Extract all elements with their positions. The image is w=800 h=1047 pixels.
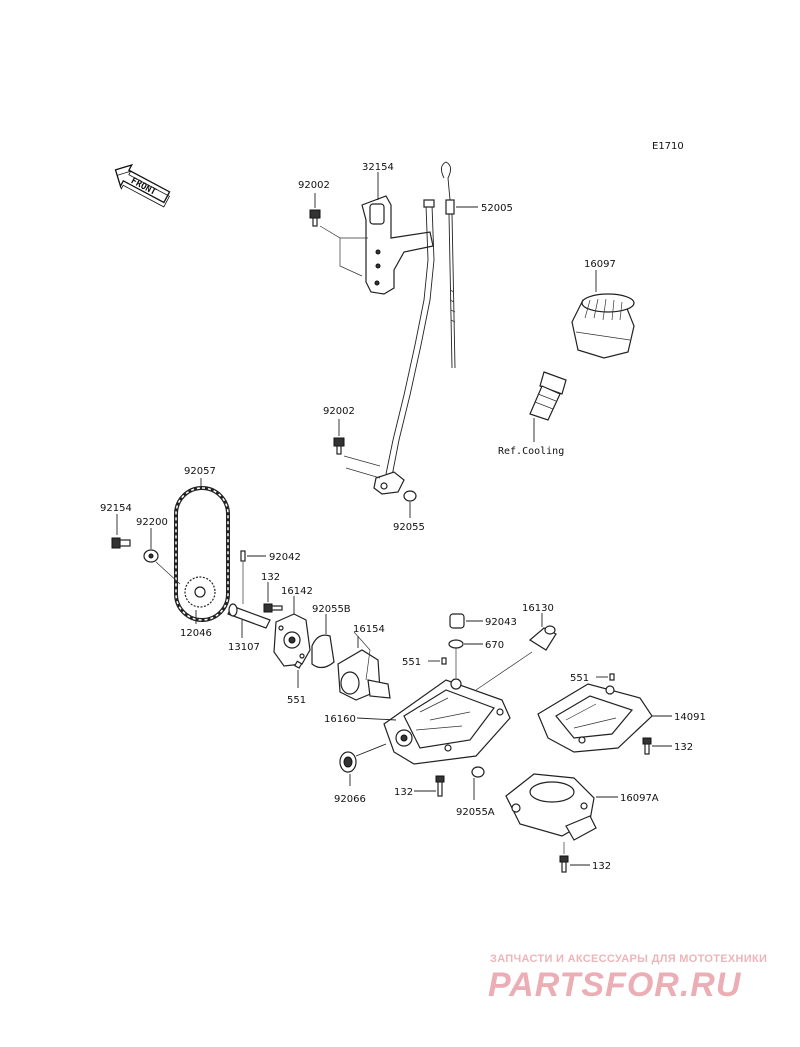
- bolt-92154: [111, 537, 131, 549]
- label-12046: 12046: [180, 628, 212, 639]
- label-92002-top: 92002: [298, 180, 330, 191]
- label-32154: 32154: [362, 162, 394, 173]
- label-92002-mid: 92002: [323, 406, 355, 417]
- label-52005: 52005: [481, 203, 513, 214]
- label-92055: 92055: [393, 522, 425, 533]
- oil-pump-chain: [174, 486, 230, 622]
- dipstick: [441, 161, 456, 369]
- label-16160: 16160: [324, 714, 356, 725]
- pump-shaft: [227, 603, 271, 629]
- label-16097A: 16097A: [620, 793, 659, 804]
- oil-pan-body: [383, 678, 511, 765]
- label-132-c: 132: [674, 742, 693, 753]
- bolt-92002-top: [309, 209, 321, 227]
- label-670: 670: [485, 640, 504, 651]
- label-551-a: 551: [287, 695, 306, 706]
- label-16154: 16154: [353, 624, 385, 635]
- front-arrow-icon: FRONT: [114, 163, 171, 208]
- label-92066: 92066: [334, 794, 366, 805]
- bolt-132-c: [642, 737, 652, 755]
- label-92154: 92154: [100, 503, 132, 514]
- label-132-d: 132: [592, 861, 611, 872]
- label-14091: 14091: [674, 712, 706, 723]
- relief-valve: [528, 625, 557, 651]
- label-16130: 16130: [522, 603, 554, 614]
- label-92055B: 92055B: [312, 604, 351, 615]
- watermark-subtitle: ЗАПЧАСТИ И АКСЕССУАРЫ ДЛЯ МОТОТЕХНИКИ: [490, 953, 767, 965]
- oil-pump-rotor: [337, 649, 391, 701]
- label-92043: 92043: [485, 617, 517, 628]
- watermark-logo: ЗАПЧАСТИ И АКСЕССУАРЫ ДЛЯ МОТОТЕХНИКИ PA…: [488, 953, 767, 1004]
- oil-filter: [571, 293, 635, 359]
- label-132-b: 132: [394, 787, 413, 798]
- label-92200: 92200: [136, 517, 168, 528]
- bolt-132-a: [263, 603, 283, 613]
- drain-plug: [339, 751, 357, 773]
- watermark-brand: PARTSFOR.RU: [488, 966, 742, 1004]
- label-551-c: 551: [570, 673, 589, 684]
- bolt-132-d: [559, 855, 569, 873]
- bolt-132-b: [435, 775, 445, 797]
- oil-cooler-fitting: [529, 371, 567, 421]
- label-132-a: 132: [261, 572, 280, 583]
- label-13107: 13107: [228, 642, 260, 653]
- label-551-b: 551: [402, 657, 421, 668]
- oil-strainer-cover: [537, 683, 653, 753]
- sprocket: [184, 576, 216, 608]
- oil-pump-cover: [273, 613, 311, 667]
- label-92055A: 92055A: [456, 807, 495, 818]
- label-16097: 16097: [584, 259, 616, 270]
- label-92057: 92057: [184, 466, 216, 477]
- label-16142: 16142: [281, 586, 313, 597]
- oil-filter-housing: [505, 773, 597, 841]
- bolt-92002-mid: [333, 437, 345, 455]
- dipstick-bracket: [361, 195, 434, 295]
- label-ref-cooling: Ref.Cooling: [498, 446, 564, 457]
- diagram-code: E1710: [652, 141, 684, 152]
- label-92042: 92042: [269, 552, 301, 563]
